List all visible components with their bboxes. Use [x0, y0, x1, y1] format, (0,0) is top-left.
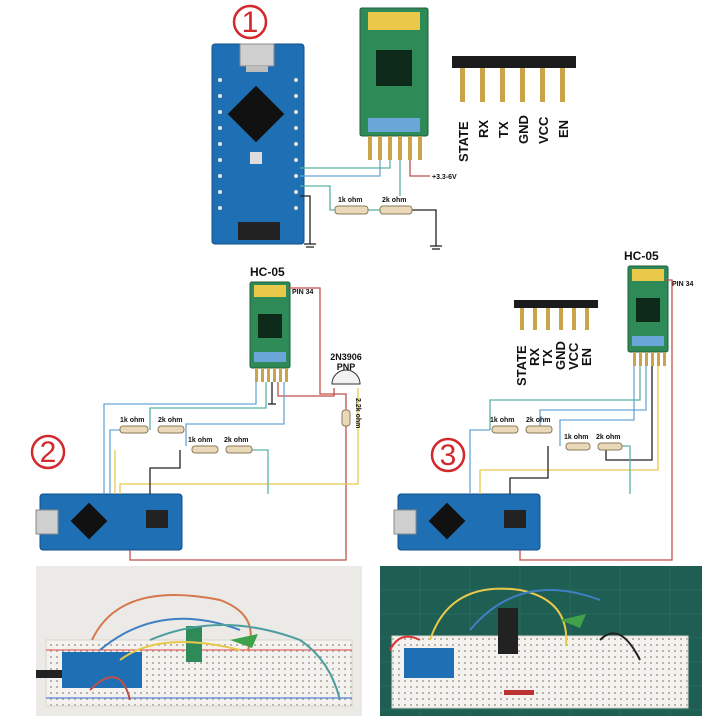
- pin-label-tx: TX: [496, 121, 511, 138]
- photo-breadboard-left: [36, 566, 362, 716]
- arduino-nano-board-1: [211, 43, 305, 245]
- panel-3: 3 HC-05 PIN 34 STATE RX TX: [393, 249, 694, 561]
- pin-label-en-3: EN: [579, 348, 594, 366]
- hc05-title-3: HC-05: [624, 249, 659, 263]
- transistor-part-label: 2N3906: [330, 352, 362, 362]
- step-number-2: 2: [30, 434, 66, 470]
- resistor-1k-2b-label: 1k ohm: [188, 437, 213, 444]
- panel-1: 1: [211, 4, 576, 250]
- resistor-1k-3a: 1k ohm: [490, 417, 519, 434]
- resistor-2k-2b-label: 2k ohm: [224, 437, 249, 444]
- resistor-2k-2b: 2k ohm: [224, 437, 253, 454]
- step-number-1: 1: [232, 4, 268, 40]
- resistor-1k-3b: 1k ohm: [564, 434, 591, 451]
- resistor-2k-1: 2k ohm: [379, 197, 413, 215]
- header-pins-3: STATE RX TX GND VCC EN: [514, 300, 598, 386]
- wires-1: [300, 160, 442, 250]
- supply-label: +3.3-6V: [432, 174, 457, 181]
- wires-3: [469, 279, 673, 561]
- step-number-2-text: 2: [40, 436, 57, 469]
- pin-label-vcc: VCC: [536, 116, 551, 144]
- resistor-2k-3a: 2k ohm: [525, 417, 553, 434]
- resistor-1k-3b-label: 1k ohm: [564, 434, 589, 441]
- pin34-label-3: PIN 34: [672, 281, 694, 288]
- step-number-1-text: 1: [242, 6, 259, 39]
- hc05-module-1: [359, 7, 429, 160]
- pin-label-en: EN: [556, 120, 571, 138]
- step-number-3-text: 3: [440, 439, 457, 472]
- resistor-1k-2a-label: 1k ohm: [120, 417, 145, 424]
- resistor-1k-1-label: 1k ohm: [338, 197, 363, 204]
- transistor-2n3906: 2N3906 PNP: [330, 352, 362, 385]
- resistor-1k-2b: 1k ohm: [188, 437, 219, 454]
- resistor-1k-3a-label: 1k ohm: [490, 417, 515, 424]
- resistor-2k-3a-label: 2k ohm: [526, 417, 551, 424]
- resistor-1k-2a: 1k ohm: [119, 417, 149, 434]
- resistor-2-2k-label: 2.2k ohm: [354, 398, 361, 428]
- pin34-label-2: PIN 34: [292, 289, 314, 296]
- resistor-2k-2a: 2k ohm: [157, 417, 185, 434]
- photo-breadboard-right: [380, 566, 702, 716]
- pin-label-vcc-3: VCC: [566, 342, 581, 370]
- pin-label-gnd: GND: [516, 115, 531, 144]
- header-pins-1: STATE RX TX GND VCC EN: [452, 56, 576, 162]
- arduino-nano-board-2: [35, 493, 183, 551]
- hc05-module-2: [249, 281, 291, 382]
- resistor-1k-1: 1k ohm: [334, 197, 369, 215]
- pin-label-state-3: STATE: [514, 345, 529, 386]
- hc05-module-3: [627, 265, 669, 366]
- hc05-title-2: HC-05: [250, 265, 285, 279]
- arduino-nano-board-3: [393, 493, 541, 551]
- resistor-2k-2a-label: 2k ohm: [158, 417, 183, 424]
- pin-label-state: STATE: [456, 121, 471, 162]
- resistor-2-2k: 2.2k ohm: [341, 398, 361, 428]
- pin-label-gnd-3: GND: [553, 341, 568, 370]
- step-number-3: 3: [430, 437, 466, 473]
- pin-label-tx-3: TX: [540, 349, 555, 366]
- resistor-2k-1-label: 2k ohm: [382, 197, 407, 204]
- resistor-2k-3b: 2k ohm: [596, 434, 623, 451]
- pin-label-rx-3: RX: [527, 348, 542, 366]
- pin-label-rx: RX: [476, 120, 491, 138]
- panel-2: 2 HC-05 PIN 34 2N3906 PNP: [30, 265, 362, 561]
- resistor-2k-3b-label: 2k ohm: [596, 434, 621, 441]
- transistor-type-label: PNP: [337, 362, 356, 372]
